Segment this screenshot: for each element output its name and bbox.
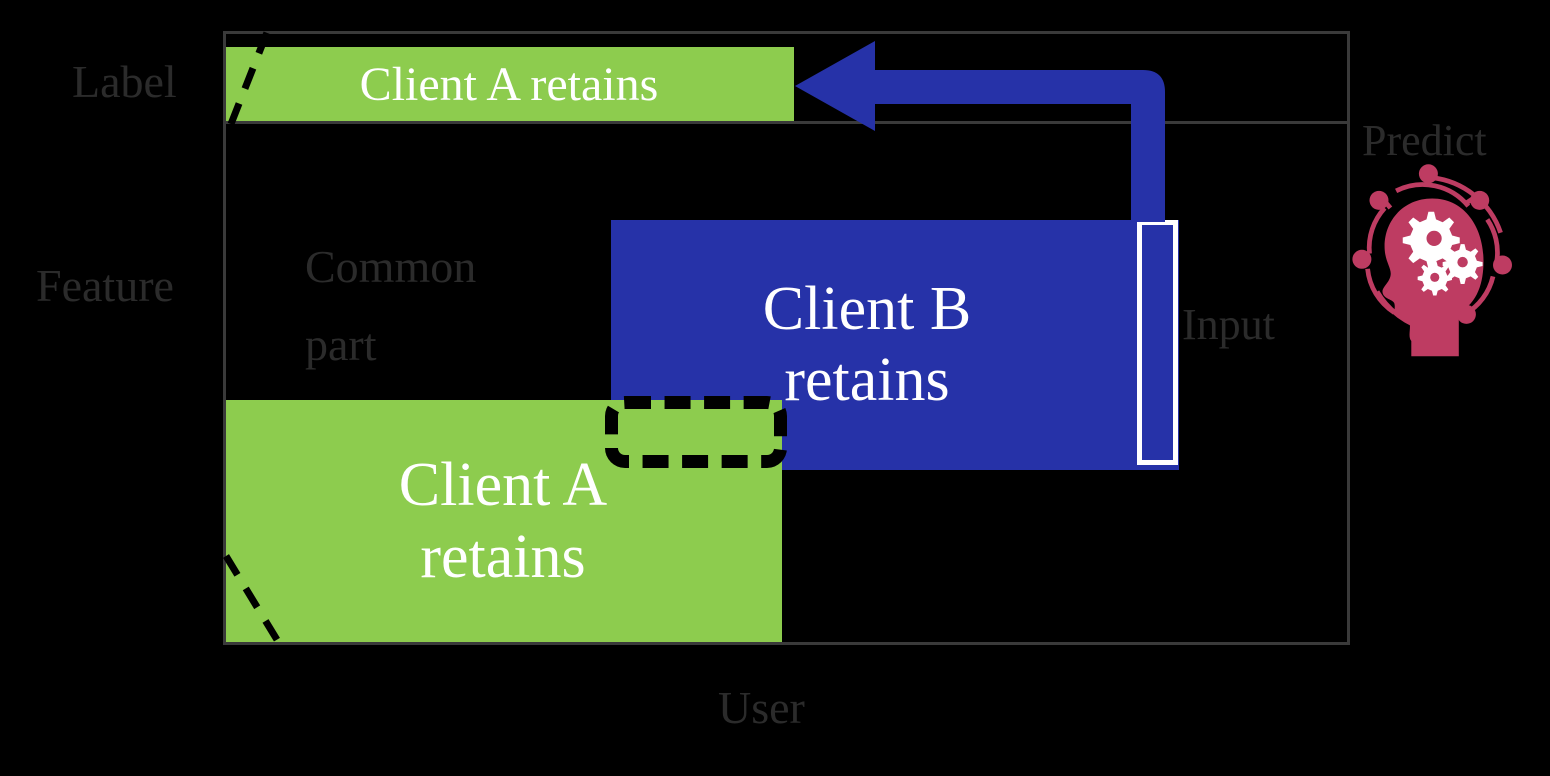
block-client-a-label[interactable]: Client A retains [224, 47, 794, 123]
axis-label-feature: Feature [36, 260, 174, 311]
annotation-predict: Predict [1362, 116, 1487, 165]
block-client-a-label-text: Client A retains [359, 58, 659, 112]
block-client-b-text: Client B retains [762, 274, 972, 414]
block-client-a-feature-text: Client A retains [398, 451, 608, 591]
axis-label-user: User [718, 682, 805, 733]
common-part-text: Common part [305, 241, 477, 371]
input-highlight-rect [1137, 220, 1178, 465]
block-client-a-feature[interactable]: Client A retains [224, 400, 782, 643]
annotation-input: Input [1182, 300, 1275, 349]
axis-label-label: Label [72, 56, 177, 107]
dashed-overlap-marker-icon [605, 396, 787, 468]
